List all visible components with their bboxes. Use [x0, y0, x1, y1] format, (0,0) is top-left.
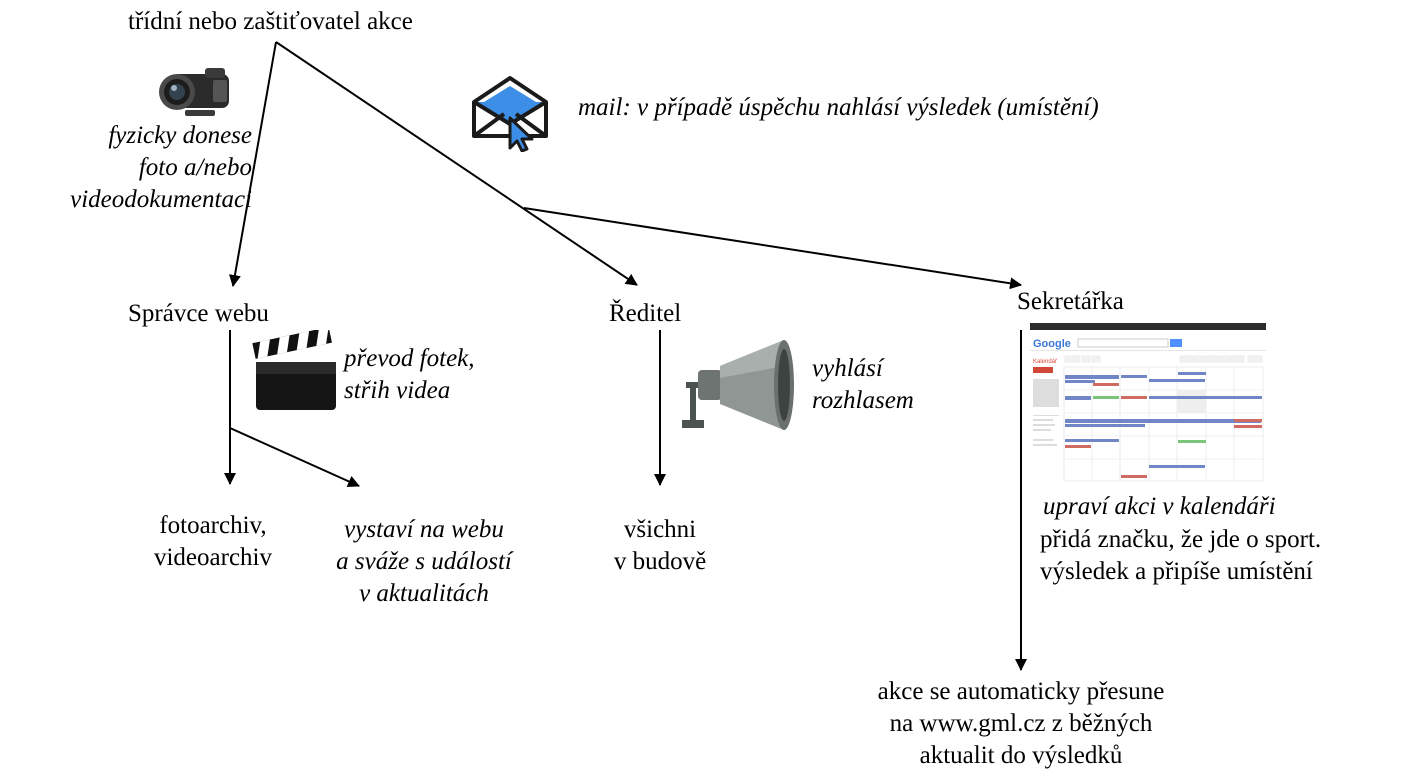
- speaker-note-line: rozhlasem: [812, 387, 914, 414]
- clapper-note: převod fotek, střih videa: [344, 343, 475, 407]
- calendar-title: Kalendář: [1033, 359, 1058, 365]
- web-publish-line: vystaví na webu: [344, 516, 504, 543]
- speaker-note: vyhlásí rozhlasem: [812, 353, 914, 417]
- auto-move-line: aktualit do výsledků: [919, 742, 1123, 769]
- mail-note: mail: v případě úspěchu nahlásí výsledek…: [578, 94, 1099, 121]
- auto-move-line: akce se automaticky přesune: [877, 678, 1165, 705]
- camera-note-line: foto a/nebo: [138, 154, 252, 181]
- web-publish-node: vystaví na webu a sváže s událostí v akt…: [308, 514, 540, 610]
- photo-archive-line: fotoarchiv,: [159, 512, 267, 539]
- calendar-note-plain: přidá značku, že jde o sport. výsledek a…: [1040, 524, 1321, 588]
- clapper-note-line: střih videa: [344, 377, 451, 404]
- calendar-note-italic: upraví akci v kalendáři: [1043, 493, 1276, 520]
- calendar-screenshot: Google Kalendář: [1030, 323, 1266, 483]
- webmaster-node: Správce webu: [128, 300, 269, 327]
- photo-archive-node: fotoarchiv, videoarchiv: [118, 510, 308, 574]
- calendar-logo: Google: [1033, 338, 1071, 350]
- everyone-line: v budově: [613, 548, 707, 575]
- mail-icon: [472, 76, 548, 152]
- web-publish-line: v aktualitách: [359, 580, 489, 607]
- loudspeaker-icon: [682, 340, 794, 430]
- clapper-note-line: převod fotek,: [344, 345, 475, 372]
- everyone-line: všichni: [623, 516, 697, 543]
- calendar-note-line: přidá značku, že jde o sport.: [1040, 526, 1322, 553]
- arrow-root-to-webmaster: [229, 41, 277, 287]
- root-node: třídní nebo zaštiťovatel akce: [128, 8, 413, 35]
- camera-note-line: fyzicky donese: [108, 122, 252, 149]
- auto-move-node: akce se automaticky přesune na www.gml.c…: [818, 676, 1224, 772]
- speaker-note-line: vyhlásí: [812, 355, 883, 382]
- camera-note-line: videodokumentaci: [70, 186, 252, 213]
- arrow-branch-to-secretary: [523, 207, 1022, 290]
- director-node: Ředitel: [609, 300, 682, 327]
- secretary-node: Sekretářka: [1017, 288, 1124, 315]
- auto-move-line: na www.gml.cz z běžných: [889, 710, 1153, 737]
- calendar-note-line: výsledek a připíše umístění: [1040, 558, 1313, 585]
- camera-note: fyzicky donese foto a/nebo videodokument…: [70, 120, 252, 216]
- camcorder-icon: [159, 68, 229, 116]
- arrow-root-to-director: [275, 41, 638, 286]
- everyone-node: všichni v budově: [600, 514, 720, 578]
- clapperboard-icon: [252, 330, 336, 410]
- photo-archive-line: videoarchiv: [153, 544, 272, 571]
- arrow-webmaster-to-publish: [229, 427, 360, 487]
- web-publish-line: a sváže s událostí: [336, 548, 512, 575]
